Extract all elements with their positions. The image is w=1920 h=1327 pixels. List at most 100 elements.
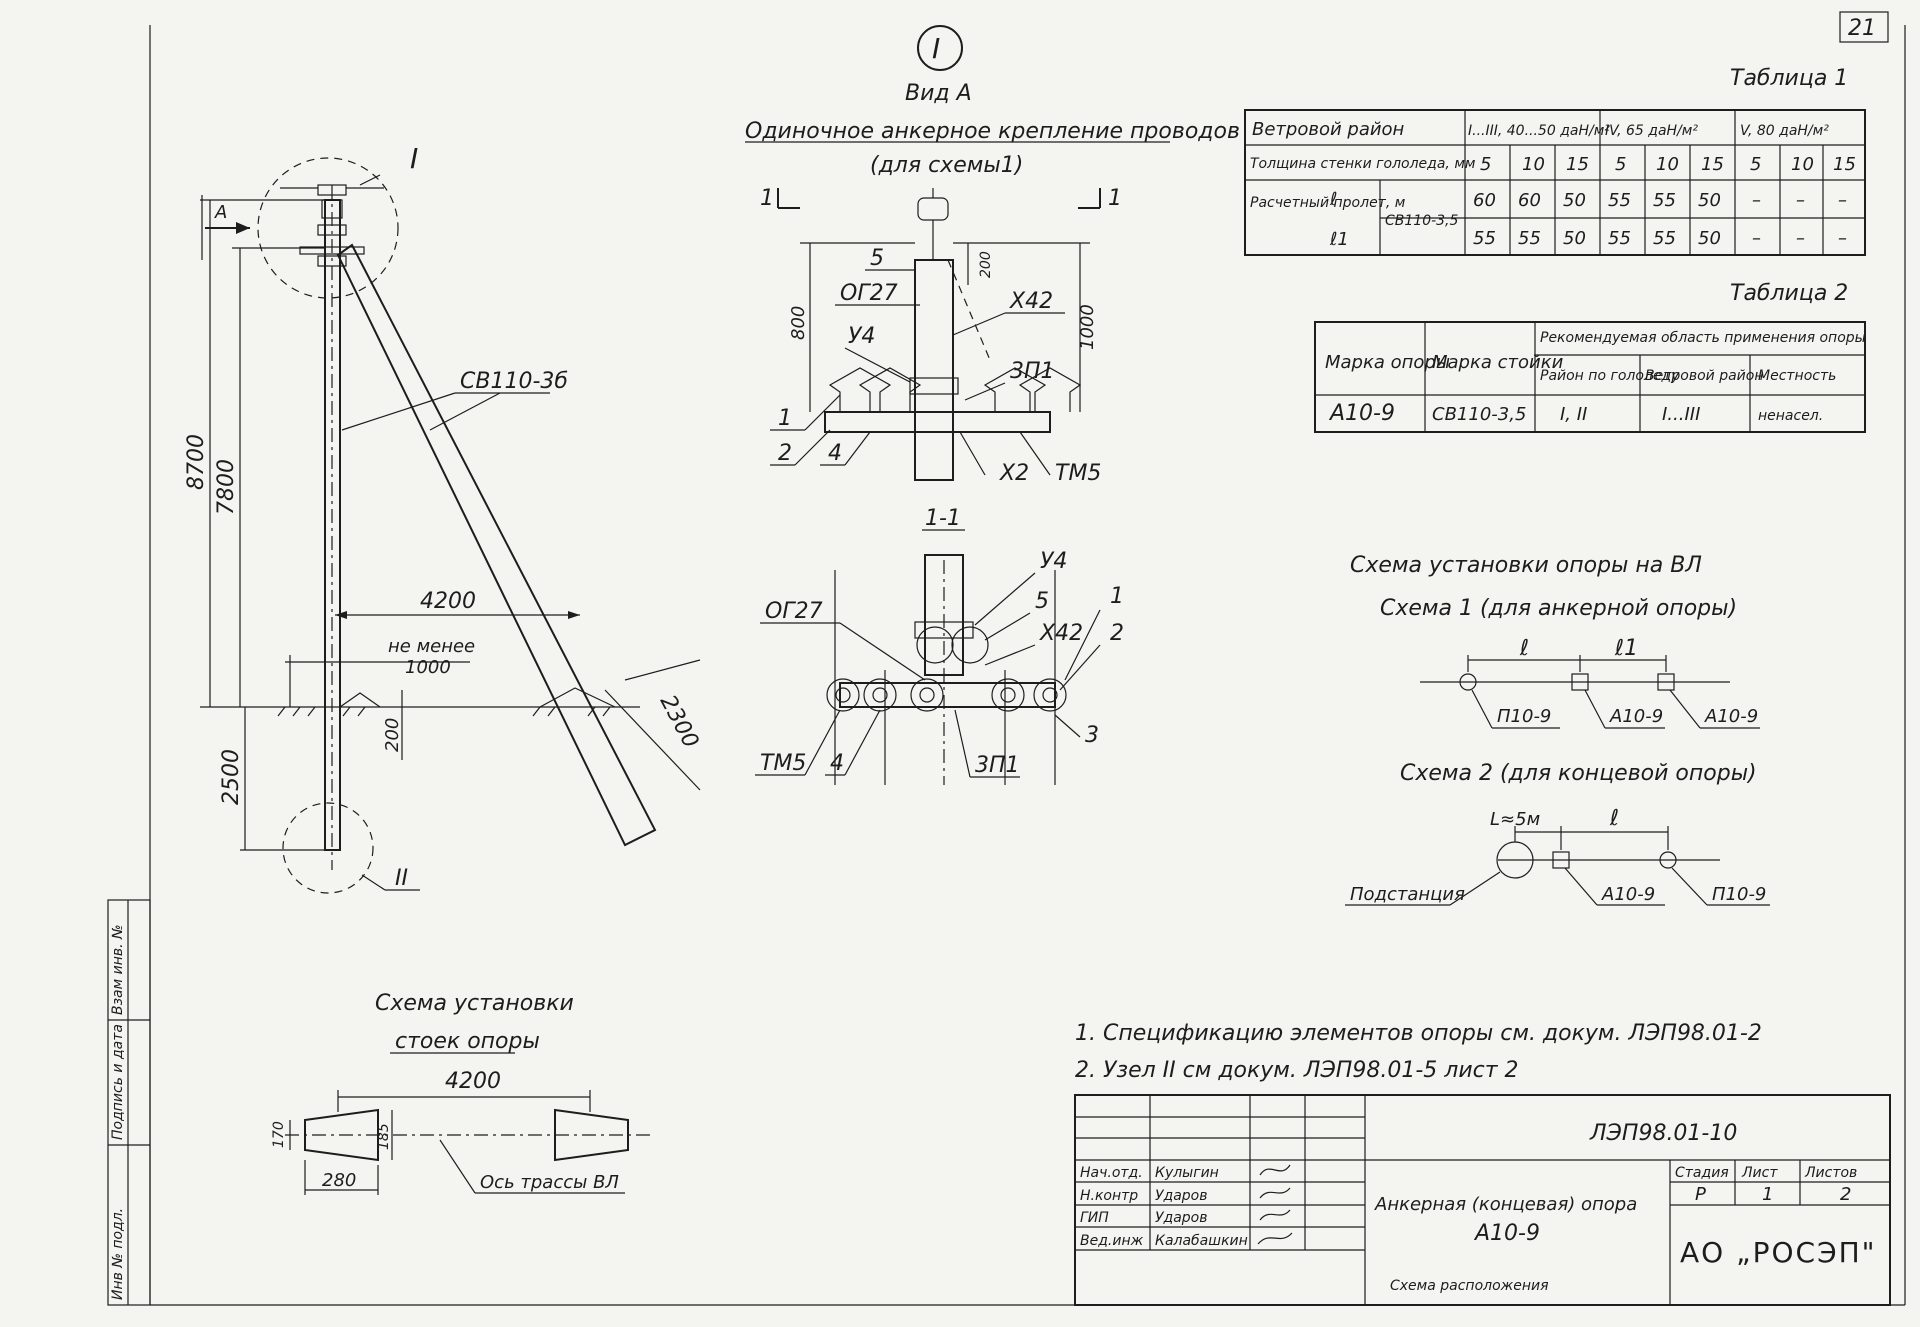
svg-text:5: 5 xyxy=(1480,154,1491,175)
tb-role-2: Н.контр xyxy=(1080,1188,1138,1204)
note-1: 1. Спецификацию элементов опоры см. доку… xyxy=(1075,1021,1762,1046)
tb-sheet: 1 xyxy=(1762,1184,1773,1205)
table1-sym-l: ℓ xyxy=(1329,189,1337,210)
section-label-X42: Х42 xyxy=(1039,621,1083,646)
table1-wind-1: I...III, 40...50 даН/м² xyxy=(1468,123,1610,139)
section-label-4: 4 xyxy=(830,751,844,776)
tb-role-3: ГИП xyxy=(1080,1210,1109,1226)
section-label-5: 5 xyxy=(1035,589,1049,614)
tb-name-2: Ударов xyxy=(1155,1188,1208,1204)
svg-text:–: – xyxy=(1752,228,1761,249)
notes: 1. Спецификацию элементов опоры см. доку… xyxy=(1075,1021,1762,1083)
svg-text:55: 55 xyxy=(1653,228,1676,249)
scheme1-l: ℓ xyxy=(1519,636,1529,661)
section-1-1: 1-1 У4 5 ОГ27 Х42 1 2 ТМ5 xyxy=(755,506,1124,785)
table2-sub-col2: Ветровой район xyxy=(1645,368,1763,384)
view-a-top-insulator xyxy=(917,188,949,260)
title-block: Нач.отд. Н.контр ГИП Вед.инж Кулыгин Уда… xyxy=(1074,1094,1891,1306)
view-a-label-X2: Х2 xyxy=(999,461,1029,486)
title-block-grid xyxy=(1075,1095,1365,1251)
sheet-number: 21 xyxy=(1848,16,1876,41)
racks-dim-170: 170 xyxy=(271,1121,287,1148)
tb-doc-code: ЛЭП98.01-10 xyxy=(1589,1121,1737,1146)
svg-text:2300: 2300 xyxy=(655,691,703,752)
note-2: 2. Узел II см докум. ЛЭП98.01-5 лист 2 xyxy=(1075,1058,1519,1083)
view-a-caption: Одиночное анкерное крепление проводов xyxy=(745,119,1240,144)
section-label-3P1: 3П1 xyxy=(975,753,1020,778)
table2-col1: Марка опоры xyxy=(1325,352,1450,373)
tb-doc-title-3: Схема расположения xyxy=(1390,1278,1549,1294)
table1-rack: СВ110-3,5 xyxy=(1385,213,1459,229)
section-label-3: 3 xyxy=(1085,723,1099,748)
view-a-title: Вид А xyxy=(905,81,972,106)
view-arrow-A: А xyxy=(201,195,250,260)
racks-scheme-title-1: Схема установки xyxy=(375,991,574,1016)
section-label-1: 1 xyxy=(1110,584,1124,609)
svg-text:15: 15 xyxy=(1833,154,1856,175)
svg-text:55: 55 xyxy=(1608,190,1631,211)
scheme2-L5m: L≈5м xyxy=(1490,809,1540,830)
svg-text:2500: 2500 xyxy=(219,749,244,805)
racks-dim-185: 185 xyxy=(376,1123,392,1150)
view-a-label-OG27: ОГ27 xyxy=(840,281,898,306)
pole-elevation: I II А СВ110-3б 8700 7800 xyxy=(184,142,703,894)
svg-text:–: – xyxy=(1838,190,1847,211)
table2-sub-col3: Местность xyxy=(1758,368,1836,384)
view-a-drawing: 800 1000 200 5 ОГ27 У4 1 2 4 Х42 3П1 Х2 … xyxy=(770,188,1101,486)
section-1-1-title: 1-1 xyxy=(925,506,961,531)
view-a-label-5: 5 xyxy=(870,246,884,271)
sheet-number-box xyxy=(1839,11,1889,43)
signatures xyxy=(1257,1164,1293,1245)
scheme1-a10-9-2: А10-9 xyxy=(1704,706,1758,727)
section-label-OG27: ОГ27 xyxy=(765,599,823,624)
detail-marker-I: I xyxy=(917,25,963,71)
view-a-dim-200: 200 xyxy=(978,251,994,278)
view-a-label-3P1: 3П1 xyxy=(1010,359,1055,384)
side-stamp-inv: Инв № подл. xyxy=(110,1208,126,1300)
svg-text:А: А xyxy=(214,202,227,223)
racks-dim-4200: 4200 xyxy=(445,1069,501,1094)
rack-footprint-2 xyxy=(554,1108,629,1162)
table1-header-label: Ветровой район xyxy=(1252,119,1405,140)
table1-title: Таблица 1 xyxy=(1730,66,1848,91)
table1-sym-l1: ℓ1 xyxy=(1329,229,1349,250)
racks-scheme-title-2: стоек опоры xyxy=(395,1029,540,1054)
scheme1-a10-9-1: А10-9 xyxy=(1609,706,1663,727)
svg-text:8700: 8700 xyxy=(184,434,209,490)
table1-ice-values: 5 10 15 5 10 15 5 10 15 xyxy=(1480,154,1856,175)
scheme2-substation: Подстанция xyxy=(1350,884,1465,905)
racks-scheme: Схема установки стоек опоры 4200 170 185… xyxy=(271,991,650,1195)
view-a-dim-1000: 1000 xyxy=(1077,304,1098,350)
dim-2300: 2300 xyxy=(604,659,703,791)
side-stamp-replace: Взам инв. № xyxy=(110,924,126,1015)
view-a-label-2: 2 xyxy=(778,441,792,466)
table1-wind-3: V, 80 даН/м² xyxy=(1740,123,1829,139)
svg-text:50: 50 xyxy=(1698,228,1721,249)
view-a-label-X42: Х42 xyxy=(1009,289,1053,314)
scheme2-p10-9: П10-9 xyxy=(1712,884,1766,905)
tb-sheets-header: Листов xyxy=(1804,1165,1857,1181)
table2-sub-col1: Район по гололеду xyxy=(1540,368,1680,384)
svg-text:55: 55 xyxy=(1518,228,1541,249)
svg-text:50: 50 xyxy=(1563,190,1586,211)
section-label-TM5: ТМ5 xyxy=(760,751,806,776)
svg-text:–: – xyxy=(1838,228,1847,249)
table2-cell-wind: I...III xyxy=(1662,404,1700,425)
svg-text:15: 15 xyxy=(1566,154,1589,175)
svg-text:60: 60 xyxy=(1473,190,1496,211)
table1-span-label: Расчетный пролет, м xyxy=(1250,195,1406,211)
view-a-label-1: 1 xyxy=(778,406,792,431)
view-a-dim-800: 800 xyxy=(788,306,809,340)
clamp-U4 xyxy=(909,377,959,395)
insulator-top xyxy=(280,184,384,267)
scheme1-l1: ℓ1 xyxy=(1614,636,1638,661)
view-a-label-U4: У4 xyxy=(848,324,875,349)
svg-text:10: 10 xyxy=(1656,154,1679,175)
table2-title: Таблица 2 xyxy=(1730,281,1848,306)
ground-hatch xyxy=(277,687,616,717)
tb-company: АО „РОСЭП" xyxy=(1680,1236,1877,1269)
svg-text:5: 5 xyxy=(1750,154,1761,175)
tb-doc-title-2: А10-9 xyxy=(1473,1221,1540,1246)
svg-text:7800: 7800 xyxy=(214,459,239,515)
